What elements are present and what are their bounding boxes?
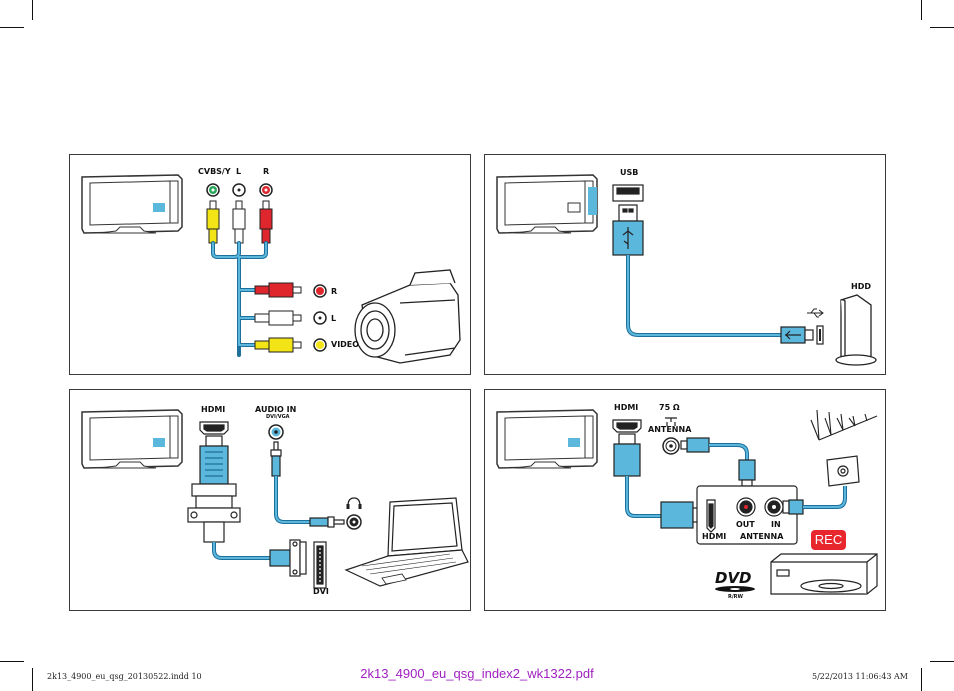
usb-port-icon [612,184,644,202]
tv-antenna-jack-icon [662,417,680,455]
hdmi-plug-recorder [660,501,702,529]
dvi-port-icon [313,541,327,589]
hdmi-dvi-cable [212,542,270,560]
antenna-cable-in [803,486,847,509]
rca-plugs-top [206,200,273,244]
hdmi-plug-icon [613,433,641,477]
crop-mark [921,668,922,691]
footer-pdf-name: 2k13_4900_eu_qsg_index2_wk1322.pdf [360,666,594,681]
svg-text:DVD: DVD [715,569,752,587]
audio-in-sublabel: DVI/VGA [266,414,290,420]
antenna-label: ANTENNA [648,425,692,434]
tv-icon [81,174,183,234]
crop-mark [32,0,33,20]
tv-icon [496,174,598,234]
crop-mark [930,27,954,28]
jack-label-cvbs: CVBS/Y [198,167,231,176]
panel-hdmi-dvi-connection: HDMI AUDIO IN DVI/VGA DVI [69,389,471,611]
panel-recorder-connection: DVD HDMI 75 Ω ANTENNA OUT IN HDMI ANTENN… [484,389,886,611]
ohm-label: 75 Ω [659,403,680,412]
rec-badge: REC [811,530,846,550]
usb-label: USB [620,168,639,177]
dvi-label: DVI [313,587,329,596]
dvd-logo-icon: DVD [715,569,755,592]
panel-usb-connection: USB HDD [484,154,886,375]
footer-timestamp: 5/22/2013 11:06:43 AM [811,672,908,681]
audio-plug-horizontal [309,516,345,528]
dvd-recorder-icon [770,553,878,595]
recorder-antenna-label: ANTENNA [740,532,784,541]
crop-mark [32,668,33,691]
hdmi-port-icon [612,419,642,433]
dvd-sub-label: R/RW [728,594,744,600]
camcorder-icon [354,269,461,364]
recorder-out-label: OUT [736,520,755,529]
laptop-icon [344,497,469,587]
hdmi-label: HDMI [614,403,639,412]
composite-cable-inner [212,242,267,346]
hdmi-dvi-diagram [81,409,469,589]
usb-micro-plug-icon [780,325,824,345]
camcorder-label-l: L [331,314,337,323]
audio-in-jack-icon [268,424,284,440]
audio-in-label: AUDIO IN [255,405,297,414]
coax-plug-recorder-in [782,499,804,515]
headphone-jack-icon [346,497,362,530]
recorder-back-panel [696,485,798,545]
usb-symbol-icon [807,308,824,318]
tv-rca-jacks [206,183,273,197]
rca-plugs-camcorder [254,282,302,353]
tv-icon [496,409,598,469]
recorder-diagram: DVD [496,409,878,595]
jack-label-r: R [263,167,270,176]
hdmi-cable [625,476,661,518]
panel-composite-connection: CVBS/Y L R R L VIDEO [69,154,471,375]
hdmi-port-icon [199,421,229,435]
dvi-plug-icon [269,539,307,577]
audio-cable [274,476,310,524]
crop-mark [921,0,922,20]
camcorder-label-video: VIDEO [331,340,360,349]
wall-antenna-socket-icon [826,455,860,487]
recorder-in-label: IN [771,520,781,529]
coax-plug-icon [680,437,710,453]
usb-diagram [496,174,877,366]
coax-plug-recorder-out [738,459,756,487]
antenna-cable-out [709,443,749,460]
camcorder-jacks [313,284,327,352]
tv-icon [81,409,183,469]
audio-plug-vertical [270,441,282,477]
crop-mark [930,661,954,662]
recorder-hdmi-label: HDMI [702,532,727,541]
antenna-icon [810,409,878,441]
composite-diagram [81,174,461,364]
hdmi-to-dvi-adapter-icon [187,435,241,543]
camcorder-label-r: R [331,287,338,296]
footer-file-name: 2k13_4900_eu_qsg_20130522.indd 10 [47,672,202,681]
usb-plug-icon [612,204,644,256]
usb-cable [626,255,781,337]
hdmi-label: HDMI [201,405,226,414]
jack-label-l: L [236,167,242,176]
hdd-label: HDD [851,282,871,291]
hdd-icon [835,294,877,366]
crop-mark [0,661,24,662]
crop-mark [0,27,24,28]
